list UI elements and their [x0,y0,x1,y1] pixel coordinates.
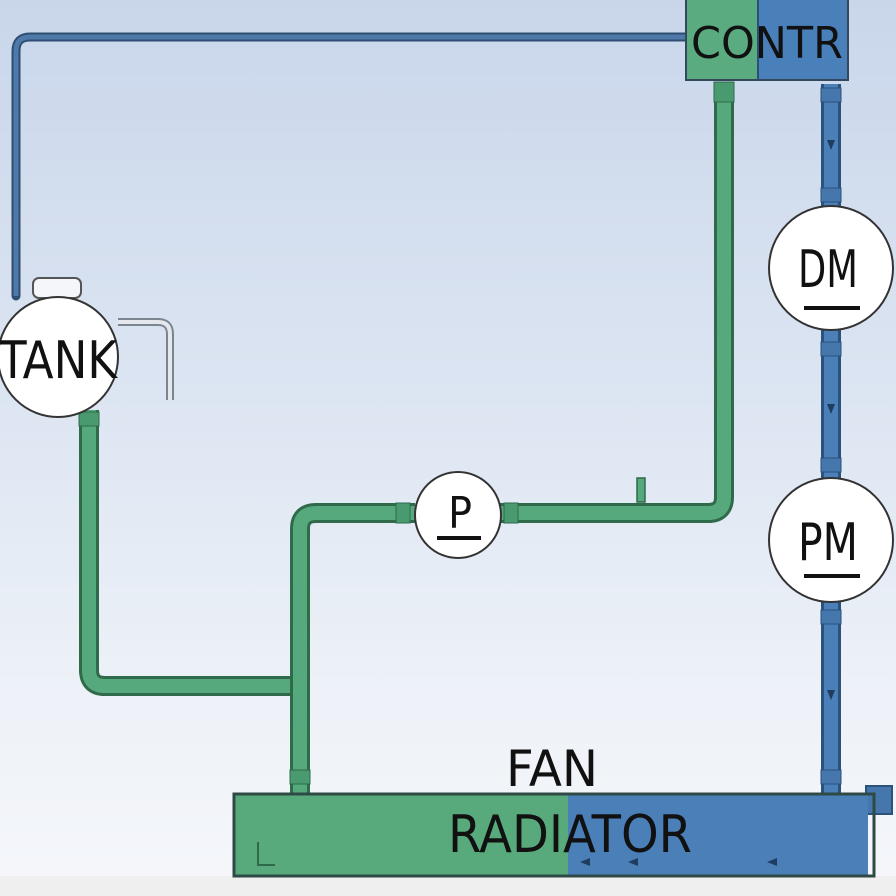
tank-cap [32,277,82,299]
pump-outlet-pipe-inner [500,84,731,520]
footer-strip [0,876,896,896]
flange [820,187,842,203]
pump-underline [437,536,481,540]
hot-loop [78,81,735,795]
pump-inlet-pipe-inner [293,506,415,795]
power-module[interactable]: PM [768,477,894,603]
radiator-bracket-icon [257,842,275,866]
return-line-pipe [11,32,690,301]
cold-loop [820,84,893,815]
diagram-background [0,0,896,876]
flange [820,609,842,625]
tank-label: TANK [0,331,118,391]
power-module-underline [804,574,860,578]
flange [395,502,411,524]
flow-arrow-icon [827,140,835,150]
pump-label: P [448,488,472,539]
tank[interactable]: TANK [0,277,119,418]
fan-label: FAN [506,740,598,798]
flow-arrow-icon [827,690,835,700]
radiator-label: RADIATOR [448,805,692,865]
pump-outlet-pipe [500,84,734,523]
radiator-outlet-fitting [865,785,893,815]
flow-arrow-icon [767,858,777,866]
controller-box[interactable]: CONTR [685,0,849,81]
flange [713,81,735,103]
tank-outlet-pipe-inner [82,410,300,693]
tank-overflow-pipe [118,318,174,400]
drive-motor-underline [804,306,860,310]
flange [78,411,100,427]
pump[interactable]: P [414,471,502,559]
flange [503,502,519,524]
tank-outlet-pipe [79,410,300,696]
flow-arrow-icon [628,858,638,866]
flow-arrow-icon [827,404,835,414]
radiator[interactable]: RADIATOR [232,792,876,878]
flange [289,769,311,785]
flange [820,769,842,785]
flange [820,341,842,357]
tank-overflow-pipe-inner [118,320,172,400]
vent-valve [636,477,646,503]
return-line-pipe-inner [13,34,685,296]
drive-motor-label: DM [798,240,858,300]
flange [820,457,842,473]
pump-inlet-pipe [290,503,415,795]
flow-arrow-icon [580,858,590,866]
flange [820,87,842,103]
power-module-label: PM [798,513,858,573]
drive-motor[interactable]: DM [768,205,894,331]
controller-label: CONTR [691,18,843,69]
